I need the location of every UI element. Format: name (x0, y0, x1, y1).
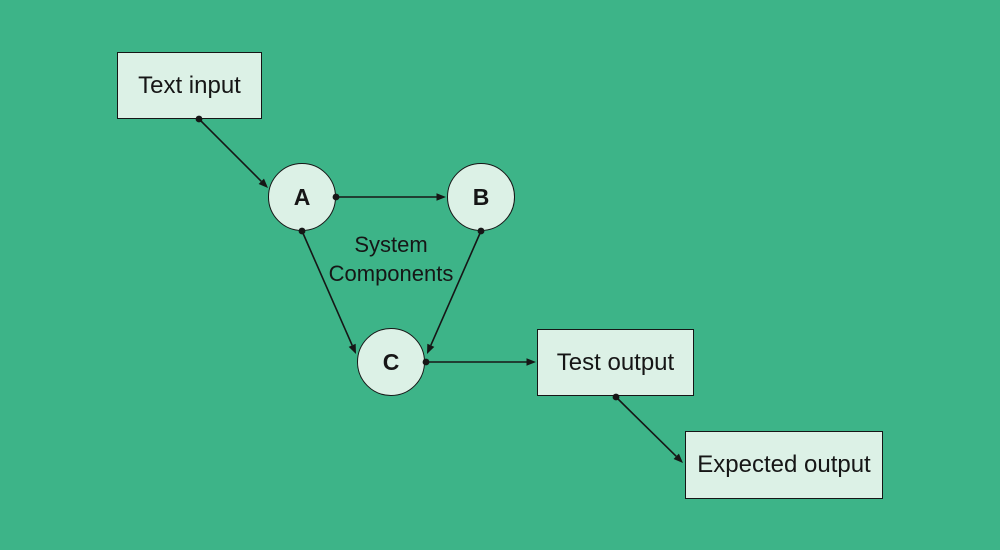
diagram-annotation: System Components (329, 230, 454, 288)
annotation-line-1: System (354, 232, 428, 257)
edge-a-to-b (332, 193, 446, 201)
node-test-output: Test output (537, 329, 694, 396)
edge-text-input-to-a (195, 115, 268, 188)
node-b: B (447, 163, 515, 231)
edge-c-to-test-output (422, 358, 536, 366)
node-text-input-label: Text input (138, 71, 241, 99)
edge-test-output-to-expected-output (612, 393, 683, 463)
node-test-output-label: Test output (556, 348, 675, 376)
node-c-label: C (382, 348, 400, 375)
arrowhead-icon (673, 453, 683, 463)
arrowhead-icon (427, 343, 435, 354)
node-a: A (268, 163, 336, 231)
node-expected-output-label: Expected output (697, 451, 871, 478)
node-c: C (357, 328, 425, 396)
arrowhead-icon (348, 343, 356, 354)
node-b-label: B (472, 183, 490, 210)
node-a-label: A (293, 183, 311, 210)
arrowhead-icon (526, 358, 536, 366)
node-text-input: Text input (117, 52, 262, 119)
annotation-line-2: Components (328, 261, 454, 286)
arrowhead-icon (436, 193, 446, 201)
node-expected-output: Expected output (685, 431, 883, 499)
arrowhead-icon (258, 178, 268, 188)
